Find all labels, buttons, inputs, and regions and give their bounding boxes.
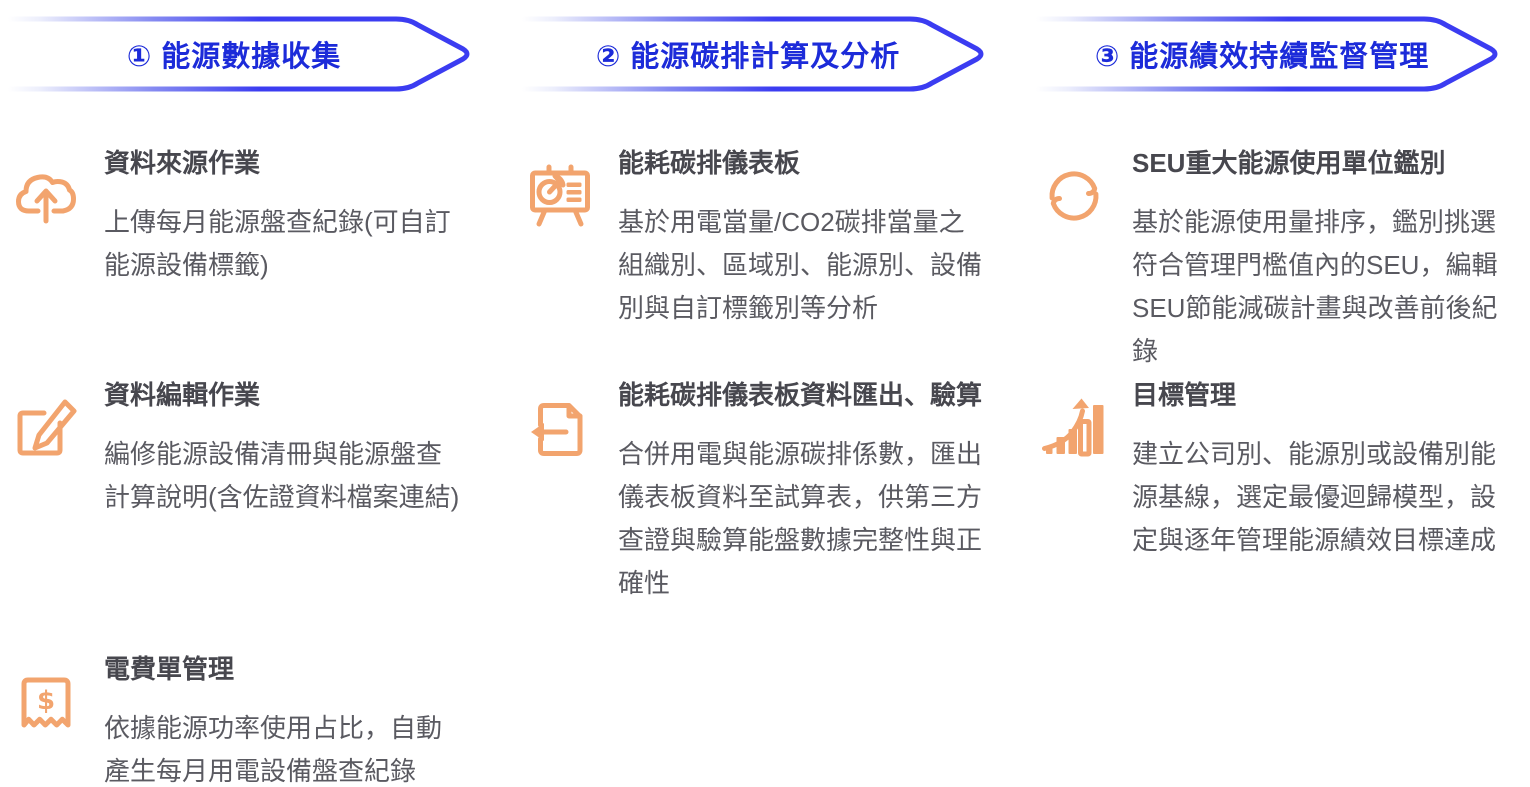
sync-circle-icon	[1042, 164, 1106, 228]
step-column-1: ① 能源數據收集 資料來源作業 上傳每月能源盤查紀錄(可自訂 能源設備標籤)	[6, 6, 484, 786]
step-1-title: ① 能源數據收集	[126, 41, 342, 73]
feature-body: 建立公司別、能源別或設備別能 源基線，選定最優迴歸模型，設 定與逐年管理能源績效…	[1132, 439, 1497, 555]
feature-title: 能耗碳排儀表板資料匯出、驗算	[618, 380, 983, 410]
feature-body: 上傳每月能源盤查紀錄(可自訂 能源設備標籤)	[104, 207, 451, 280]
feature-body: 基於用電當量/CO2碳排當量之 組織別、區域別、能源別、設備 別與自訂標籤別等分…	[618, 207, 983, 323]
cloud-upload-icon	[14, 164, 78, 228]
feature-body: 基於能源使用量排序，鑑別挑選 符合管理門檻值內的SEU，編輯 SEU節能減碳計畫…	[1132, 207, 1498, 366]
feature-body: 依據能源功率使用占比，自動 產生每月用電設備盤查紀錄	[104, 713, 443, 786]
feature-title: 能耗碳排儀表板	[618, 148, 801, 178]
edit-pencil-icon	[14, 396, 78, 460]
feature-title: 電費單管理	[104, 654, 235, 684]
feature-title: SEU重大能源使用單位鑑別	[1132, 148, 1446, 178]
step-banner-1: ① 能源數據收集	[6, 12, 484, 96]
step-banner-2: ② 能源碳排計算及分析	[520, 12, 998, 96]
step-column-3: ③ 能源績效持續監督管理 SEU重大能源使用單位鑑別 基於能源使用量排序，鑑別挑…	[1034, 6, 1512, 786]
invoice-icon: $	[14, 670, 78, 734]
step-3-title: ③ 能源績效持續監督管理	[1094, 41, 1430, 73]
feature-title: 資料來源作業	[104, 148, 261, 178]
dollar-glyph: $	[37, 686, 55, 716]
step-2-title: ② 能源碳排計算及分析	[595, 41, 901, 73]
dashboard-chart-icon	[528, 164, 592, 228]
feature-title: 目標管理	[1132, 380, 1237, 410]
feature-data-source: 資料來源作業 上傳每月能源盤查紀錄(可自訂 能源設備標籤)	[6, 146, 484, 287]
banner-arrow-shape	[520, 16, 984, 92]
feature-dashboard: 能耗碳排儀表板 基於用電當量/CO2碳排當量之 組織別、區域別、能源別、設備 別…	[520, 146, 998, 330]
feature-data-edit: 資料編輯作業 編修能源設備清冊與能源盤查 計算說明(含佐證資料檔案連結)	[6, 378, 484, 519]
feature-export-verify: 能耗碳排儀表板資料匯出、驗算 合併用電與能源碳排係數，匯出 儀表板資料至試算表，…	[520, 378, 998, 605]
banner-arrow-shape	[1034, 16, 1498, 92]
feature-title: 資料編輯作業	[104, 380, 261, 410]
feature-target-management: 目標管理 建立公司別、能源別或設備別能 源基線，選定最優迴歸模型，設 定與逐年管…	[1034, 378, 1512, 562]
feature-body: 合併用電與能源碳排係數，匯出 儀表板資料至試算表，供第三方 查證與驗算能盤數據完…	[618, 439, 983, 598]
step-column-2: ② 能源碳排計算及分析 能耗碳排儀表板 基於用電當量/CO2碳排當量之	[520, 6, 998, 786]
export-document-icon	[528, 396, 592, 460]
banner-arrow-shape	[6, 16, 470, 92]
feature-seu-identify: SEU重大能源使用單位鑑別 基於能源使用量排序，鑑別挑選 符合管理門檻值內的SE…	[1034, 146, 1512, 373]
feature-electric-bill: $ 電費單管理 依據能源功率使用占比，自動 產生每月用電設備盤查紀錄	[6, 652, 484, 787]
feature-body: 編修能源設備清冊與能源盤查 計算說明(含佐證資料檔案連結)	[104, 439, 460, 512]
step-banner-3: ③ 能源績效持續監督管理	[1034, 12, 1512, 96]
growth-chart-icon	[1042, 396, 1106, 460]
